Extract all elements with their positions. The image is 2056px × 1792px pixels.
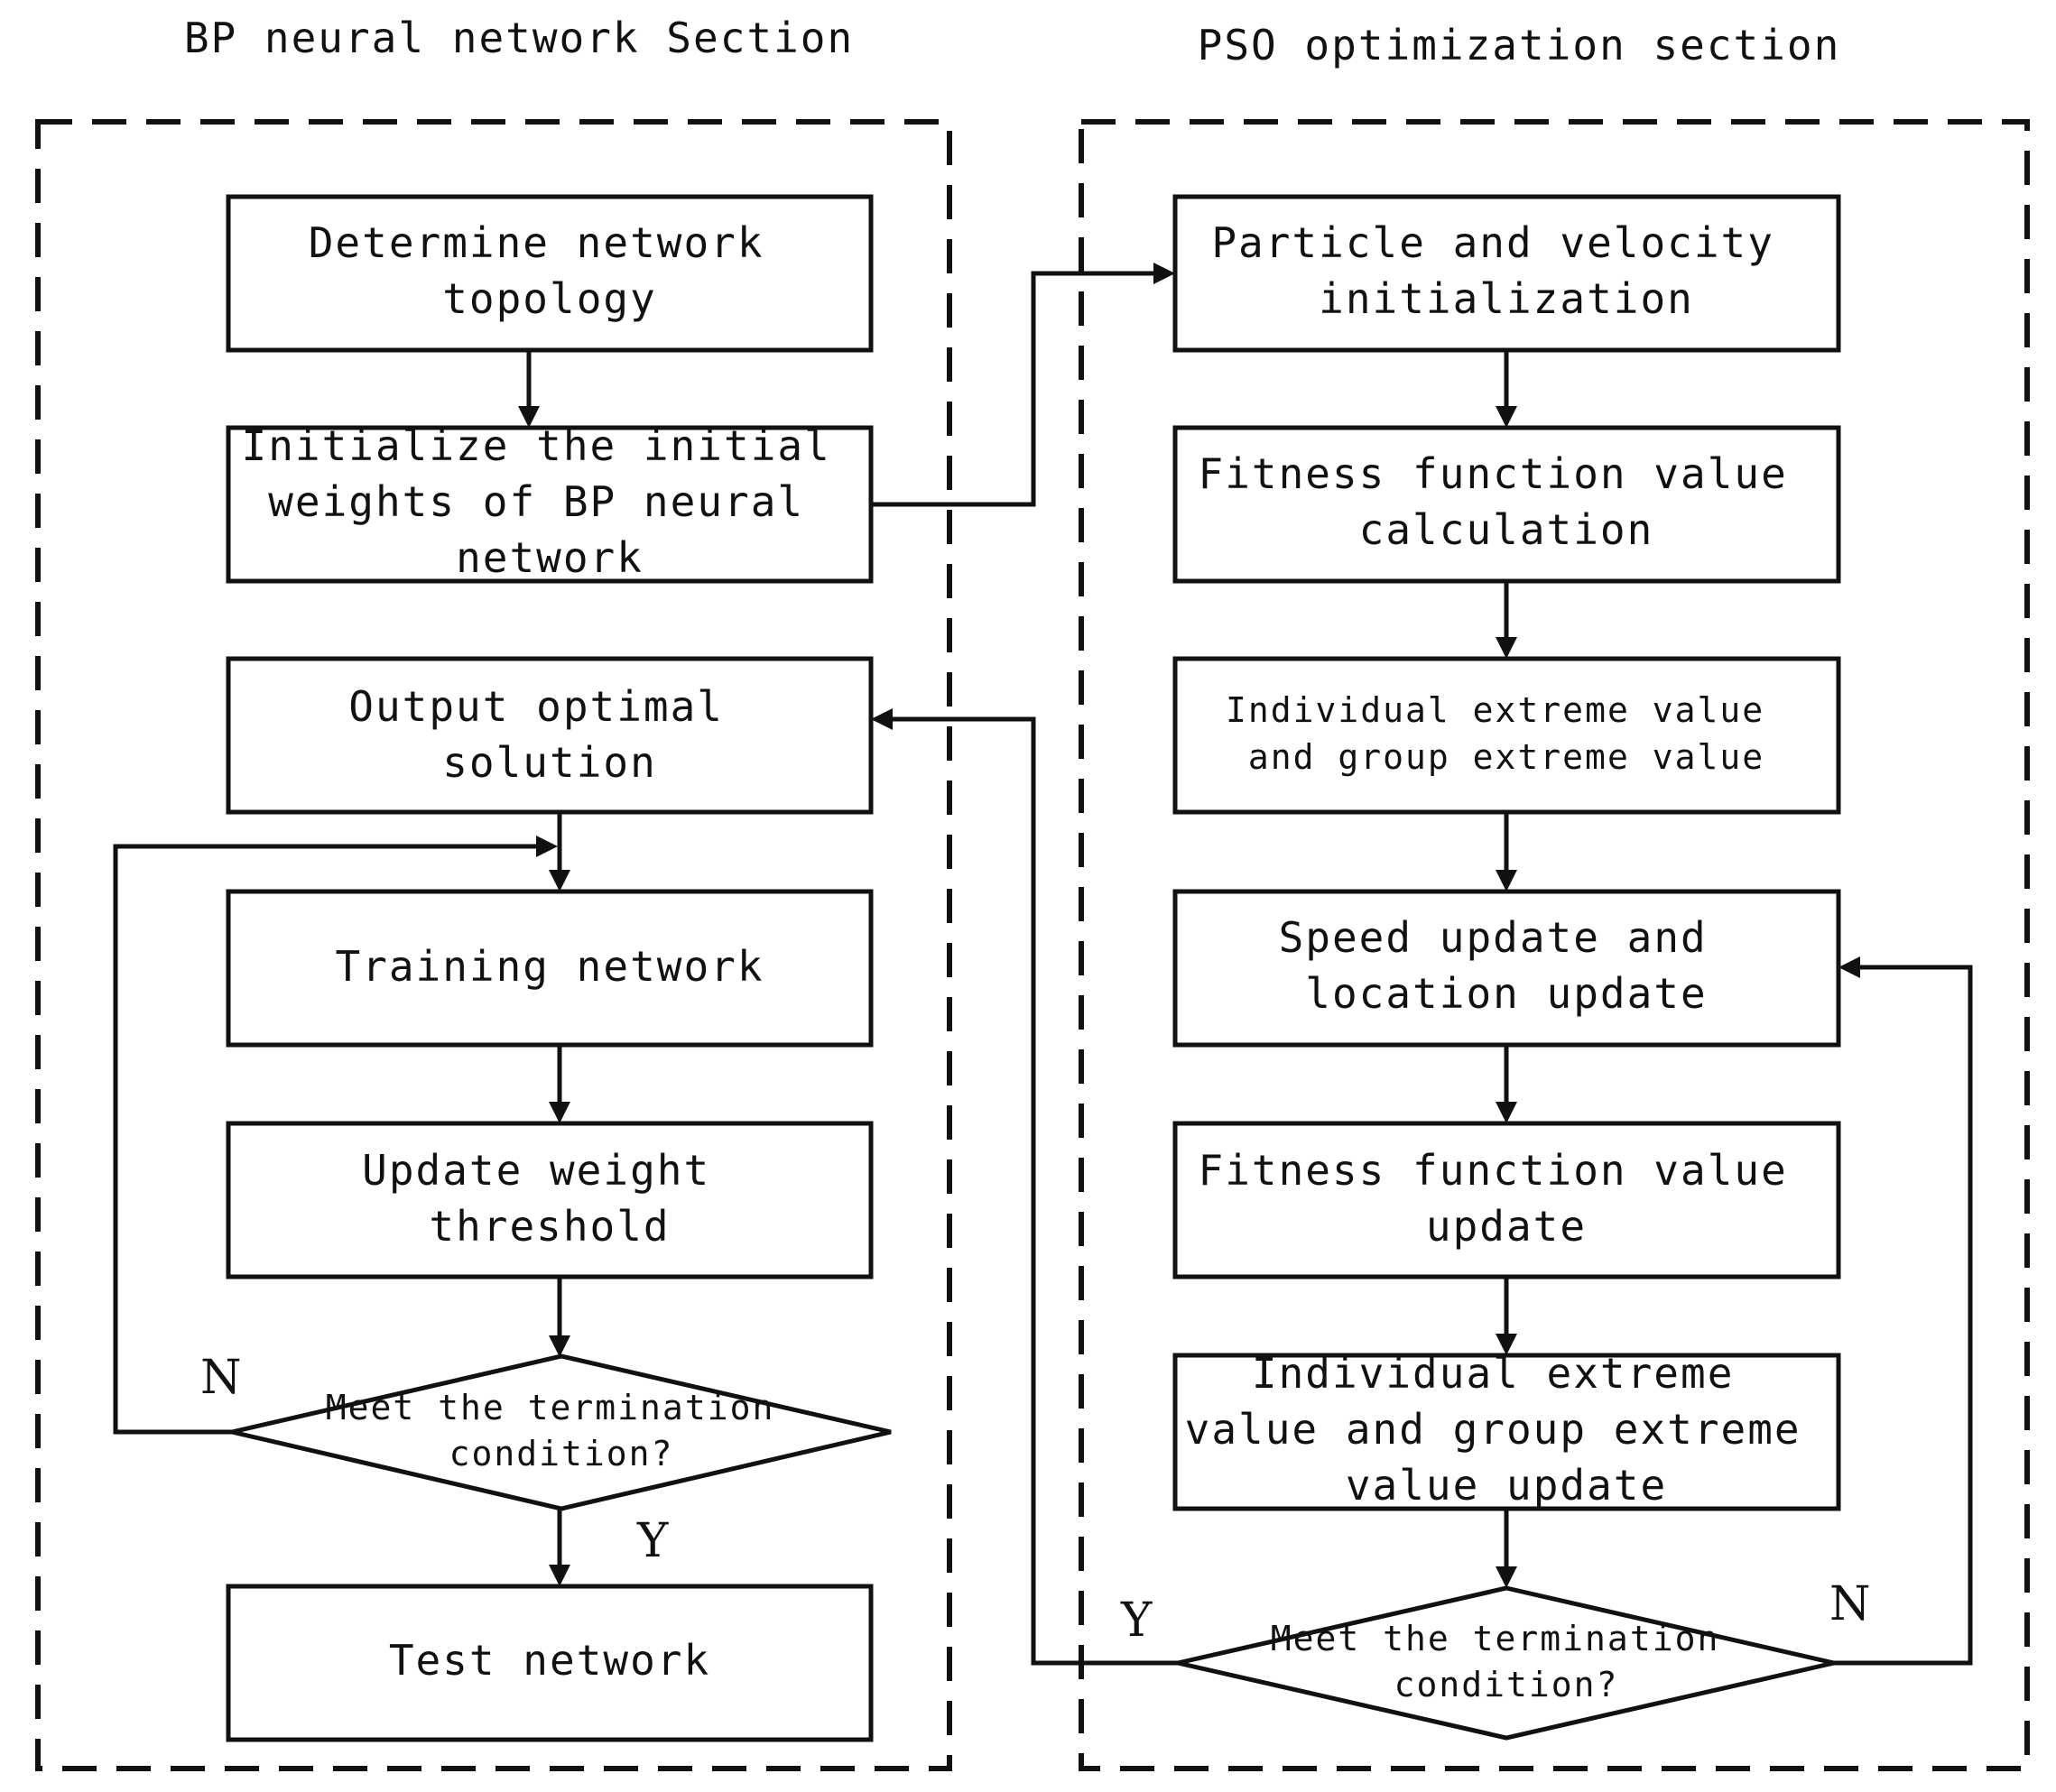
bp-step-output-solution-text: Output optimal solution	[348, 682, 750, 787]
bp-step-training-network-text: Training network	[335, 942, 764, 991]
arrowhead-pso-2	[1496, 637, 1517, 659]
pso-termination-decision: Meet the termination condition?	[1177, 1585, 1835, 1741]
connector-pso-no-loop	[1834, 965, 1973, 1666]
arrowhead-update-to-decision	[549, 1335, 570, 1357]
pso-step-particle-init: Particle and velocity initialization	[1172, 194, 1841, 353]
bp-step-update-weight-text: Update weight threshold	[362, 1146, 737, 1251]
pso-section-title: PSO optimization section	[1198, 21, 1841, 69]
arrowhead-output-to-training	[549, 870, 570, 891]
arrowhead-pso-3	[1496, 870, 1517, 891]
pso-step-speed-location-update-text: Speed update and location update	[1279, 913, 1735, 1018]
arrowhead-pso-1	[1496, 406, 1517, 428]
pso-section-frame	[1079, 119, 2030, 1771]
bp-section-frame	[35, 119, 952, 1771]
connector-init-to-pso	[871, 271, 1159, 507]
bp-step-initialize-weights-text: Initialize the initial weights of BP neu…	[242, 421, 858, 582]
bp-yes-label: Y	[636, 1514, 669, 1568]
pso-step-particle-init-text: Particle and velocity initialization	[1211, 218, 1801, 323]
bp-step-determine-topology-text: Determine network topology	[309, 218, 792, 323]
arrowhead-decision-to-test	[549, 1565, 570, 1586]
pso-step-extreme-update: Individual extreme value and group extre…	[1172, 1349, 1841, 1511]
arrowhead-topology-to-init	[518, 406, 540, 428]
pso-step-extreme-values-text: Individual extreme value and group extre…	[1226, 690, 1787, 777]
pso-step-extreme-values: Individual extreme value and group extre…	[1172, 656, 1841, 815]
arrowhead-training-to-update	[549, 1102, 570, 1123]
pso-step-speed-location-update: Speed update and location update	[1172, 889, 1841, 1048]
pso-step-fitness-update-text: Fitness function value update	[1199, 1146, 1815, 1251]
arrowhead-pso-yes-to-output	[871, 708, 893, 730]
bp-termination-decision-text: Meet the termination condition?	[326, 1388, 797, 1473]
arrowhead-pso-no-loop	[1838, 956, 1860, 978]
connector-pso-yes-to-output	[887, 716, 1178, 1666]
bp-termination-decision: Meet the termination condition?	[231, 1353, 892, 1511]
bp-step-test-network-text: Test network	[389, 1636, 710, 1685]
bp-section-title: BP neural network Section	[184, 14, 854, 62]
pso-yes-label: Y	[1120, 1593, 1153, 1648]
pso-step-fitness-calc-text: Fitness function value calculation	[1199, 449, 1815, 554]
bp-step-update-weight: Update weight threshold	[226, 1121, 874, 1279]
bp-step-test-network: Test network	[226, 1584, 874, 1742]
arrowhead-bp-no-loop	[536, 836, 558, 857]
arrowhead-pso-6	[1496, 1566, 1517, 1588]
pso-termination-decision-text: Meet the termination condition?	[1271, 1619, 1742, 1704]
arrowhead-pso-4	[1496, 1102, 1517, 1123]
bp-no-label: N	[200, 1351, 242, 1405]
pso-step-fitness-update: Fitness function value update	[1172, 1121, 1841, 1279]
arrowhead-pso-5	[1496, 1334, 1517, 1355]
connector-bp-no-loop	[113, 844, 540, 1435]
pso-no-label: N	[1829, 1577, 1871, 1631]
arrowhead-init-to-pso	[1153, 263, 1175, 284]
bp-step-initialize-weights: Initialize the initial weights of BP neu…	[226, 421, 874, 584]
bp-step-determine-topology: Determine network topology	[226, 194, 874, 353]
bp-step-training-network: Training network	[226, 889, 874, 1048]
pso-step-fitness-calc: Fitness function value calculation	[1172, 425, 1841, 584]
bp-step-output-solution: Output optimal solution	[226, 656, 874, 815]
pso-step-extreme-update-text: Individual extreme value and group extre…	[1185, 1349, 1829, 1510]
